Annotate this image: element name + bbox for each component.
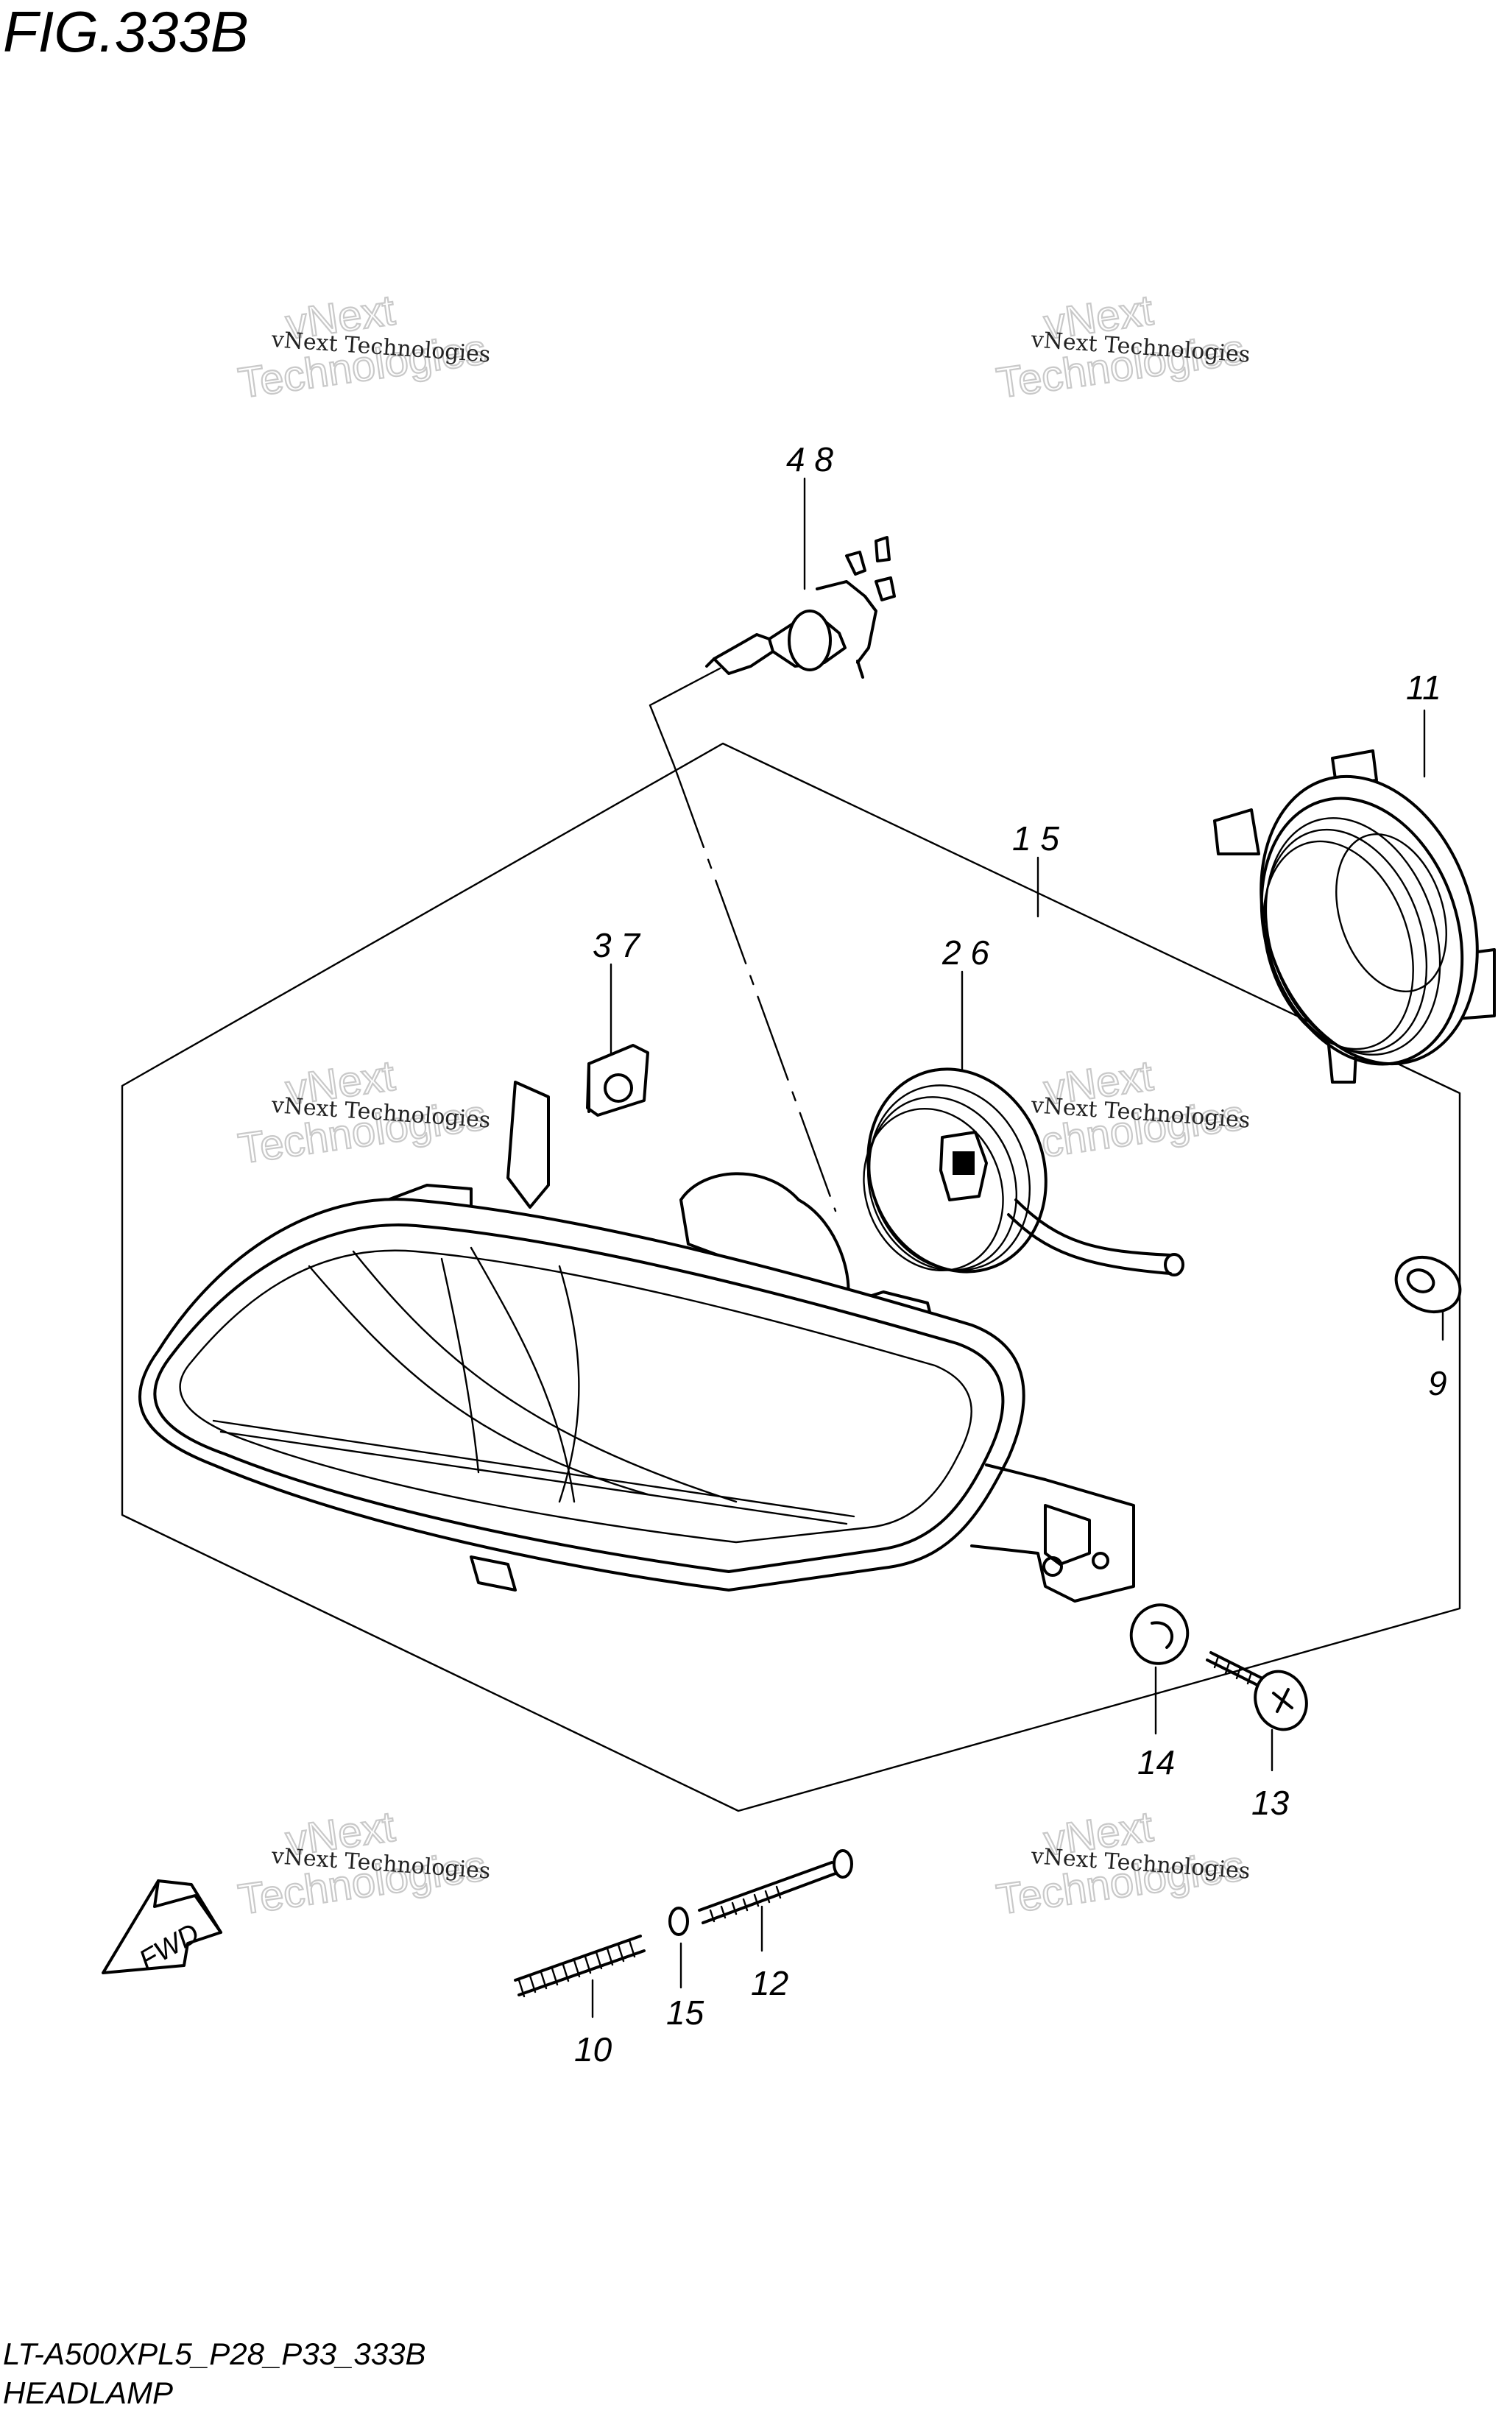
figure-title: FIG.333B bbox=[3, 0, 249, 64]
socket-part bbox=[863, 970, 1184, 1276]
screw-part bbox=[1206, 1651, 1308, 1772]
callout-10: 10 bbox=[574, 2030, 612, 2069]
bulb-centerline bbox=[672, 763, 837, 1212]
washer-part bbox=[668, 1907, 689, 1989]
headlamp-housing bbox=[138, 1081, 1135, 1603]
callout-11: 11 bbox=[1406, 668, 1441, 707]
callout-15: 1 5 bbox=[1012, 819, 1059, 858]
figure-name: HEADLAMP bbox=[3, 2376, 173, 2410]
bulb-part bbox=[705, 477, 896, 679]
spring-part bbox=[514, 1935, 646, 2018]
callout-14: 14 bbox=[1137, 1743, 1175, 1781]
grommet-part bbox=[1394, 1256, 1462, 1341]
callout-9: 9 bbox=[1428, 1364, 1447, 1402]
bulb-leader-line bbox=[649, 667, 721, 766]
fwd-arrow-icon: FWD bbox=[102, 1879, 222, 1977]
callout-12: 12 bbox=[751, 1964, 788, 2002]
callout-13: 13 bbox=[1251, 1784, 1290, 1822]
assembly-outline bbox=[121, 742, 1461, 1812]
clip-part bbox=[586, 963, 649, 1117]
callout-48: 4 8 bbox=[786, 440, 833, 478]
bolt-part bbox=[698, 1849, 853, 1952]
callout-26: 2 6 bbox=[942, 933, 989, 972]
callout-37: 3 7 bbox=[593, 926, 640, 964]
figure-code: LT-A500XPL5_P28_P33_333B bbox=[3, 2336, 426, 2371]
grommet-part-14 bbox=[1129, 1603, 1190, 1735]
callout-15b: 15 bbox=[666, 1993, 704, 2032]
retaining-ring-part bbox=[1213, 709, 1496, 1084]
